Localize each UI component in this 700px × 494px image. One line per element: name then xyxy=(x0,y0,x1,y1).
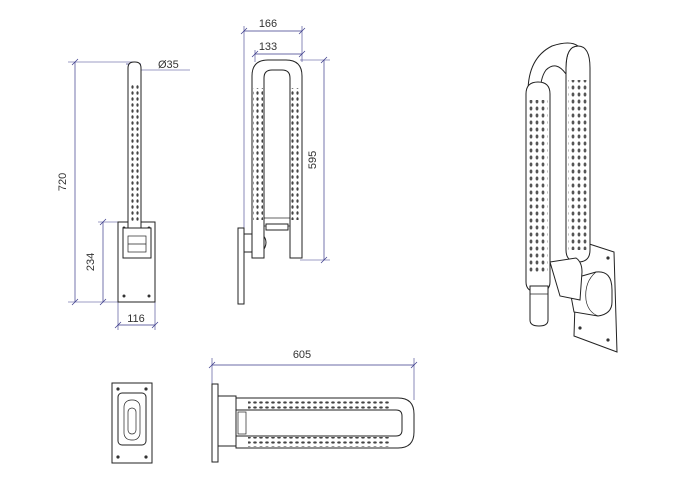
side-view: 720 234 116 Ø35 xyxy=(57,58,190,330)
dimension-length-horizontal: 605 xyxy=(208,349,418,400)
dimension-height-total: 720 xyxy=(57,58,135,306)
dimension-width-inner: 133 xyxy=(251,41,306,62)
iso-foot-tip xyxy=(529,285,549,327)
height-mount-label: 234 xyxy=(85,253,97,271)
horizontal-view: 605 xyxy=(208,349,418,463)
width-inner-label: 133 xyxy=(259,41,277,53)
dimension-width-outer: 166 xyxy=(240,18,306,230)
width-outer-label: 166 xyxy=(259,18,277,30)
front-view: 166 133 595 xyxy=(237,18,330,305)
wall-plate-edge-horizontal xyxy=(211,383,219,463)
length-horizontal-label: 605 xyxy=(293,349,311,361)
plate-width-label: 116 xyxy=(127,313,145,325)
dimension-plate-width: 116 xyxy=(114,302,159,330)
dimension-height-rail: 595 xyxy=(300,56,330,264)
isometric-view xyxy=(525,42,618,353)
plate-view xyxy=(111,382,153,464)
height-total-label: 720 xyxy=(57,173,69,191)
height-rail-label: 595 xyxy=(307,151,319,169)
wall-plate-edge xyxy=(237,227,245,305)
diameter-label: Ø35 xyxy=(158,59,179,71)
dimension-height-mount: 234 xyxy=(85,218,118,306)
hinge-block xyxy=(122,227,152,259)
